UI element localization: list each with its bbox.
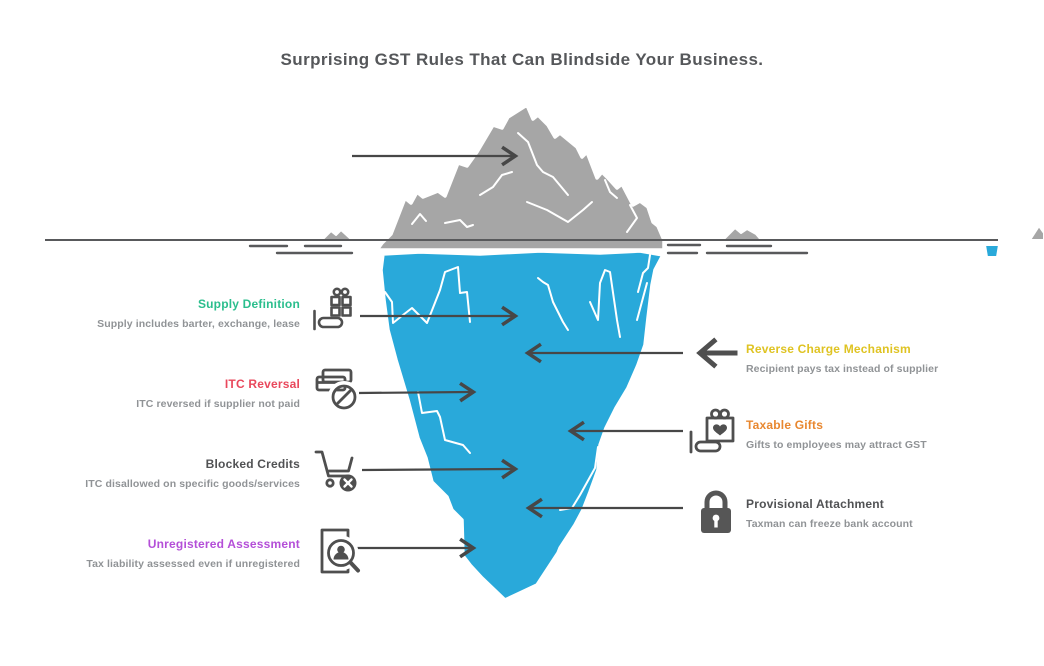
- arrow-itc-reversal: [357, 381, 477, 403]
- taxable-gifts-description: Gifts to employees may attract GST: [746, 439, 927, 451]
- iceberg-below-water: [379, 249, 665, 602]
- ice-chunk-underwater: [984, 244, 1000, 258]
- cards-blocked-icon: [313, 366, 359, 412]
- supply-definition-description: Supply includes barter, exchange, lease: [97, 318, 300, 330]
- iceberg-below-cracks: [384, 254, 651, 511]
- label-blocked-credits: Blocked Credits ITC disallowed on specif…: [20, 457, 300, 490]
- reverse-charge-description: Recipient pays tax instead of supplier: [746, 363, 939, 375]
- iceberg-above-water: [375, 103, 666, 252]
- blocked-credits-title: Blocked Credits: [205, 457, 300, 471]
- ice-chunk-edge: [1029, 225, 1044, 241]
- label-taxable-gifts: Taxable Gifts Gifts to employees may att…: [746, 418, 1026, 451]
- unregistered-assessment-title: Unregistered Assessment: [147, 537, 300, 551]
- bold-left-arrow-icon: [686, 337, 740, 369]
- label-provisional-attachment: Provisional Attachment Taxman can freeze…: [746, 497, 1026, 530]
- label-reverse-charge-mechanism: Reverse Charge Mechanism Recipient pays …: [746, 342, 1026, 375]
- blocked-credits-description: ITC disallowed on specific goods/service…: [85, 478, 300, 490]
- arrow-blocked-credits: [361, 458, 519, 480]
- taxable-gifts-title: Taxable Gifts: [746, 418, 824, 432]
- supply-definition-title: Supply Definition: [197, 297, 300, 311]
- label-itc-reversal: ITC Reversal ITC reversed if supplier no…: [20, 377, 300, 410]
- ice-chunk-left: [321, 229, 353, 241]
- padlock-icon: [696, 487, 736, 535]
- water-ripples: [248, 243, 809, 255]
- label-unregistered-assessment: Unregistered Assessment Tax liability as…: [20, 537, 300, 570]
- itc-reversal-title: ITC Reversal: [224, 377, 300, 391]
- gift-heart-in-hand-icon: [686, 406, 738, 456]
- iceberg-above-cracks: [411, 132, 638, 233]
- cart-blocked-icon: [311, 446, 359, 494]
- gift-in-hand-icon: [310, 284, 360, 334]
- unregistered-assessment-description: Tax liability assessed even if unregiste…: [86, 558, 300, 570]
- provisional-attachment-title: Provisional Attachment: [746, 497, 884, 511]
- label-supply-definition: Supply Definition Supply includes barter…: [20, 297, 300, 330]
- reverse-charge-title: Reverse Charge Mechanism: [746, 342, 911, 356]
- provisional-attachment-description: Taxman can freeze bank account: [746, 518, 913, 530]
- page-title: Surprising GST Rules That Can Blindside …: [280, 50, 764, 69]
- itc-reversal-description: ITC reversed if supplier not paid: [136, 398, 300, 410]
- document-search-icon: [313, 526, 361, 576]
